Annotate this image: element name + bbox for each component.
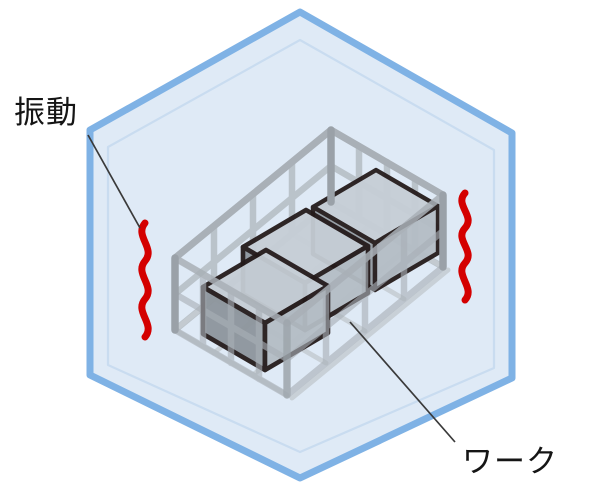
label-workpiece: ワーク	[462, 444, 558, 479]
basket-assembly	[171, 126, 451, 401]
basket-corner-posts	[171, 126, 447, 334]
vibration-waves	[138, 189, 472, 341]
chamber-inner-edge	[106, 38, 496, 454]
leader-line-workpiece	[349, 321, 456, 443]
basket-top-rim	[171, 126, 447, 262]
label-vibration: 振動	[14, 95, 78, 130]
basket-top-rim-front	[171, 191, 447, 327]
leader-lines	[87, 134, 456, 443]
vibration-wave-left	[138, 219, 152, 341]
leader-line-vibration	[87, 134, 141, 229]
vibration-wave-right	[458, 189, 472, 304]
